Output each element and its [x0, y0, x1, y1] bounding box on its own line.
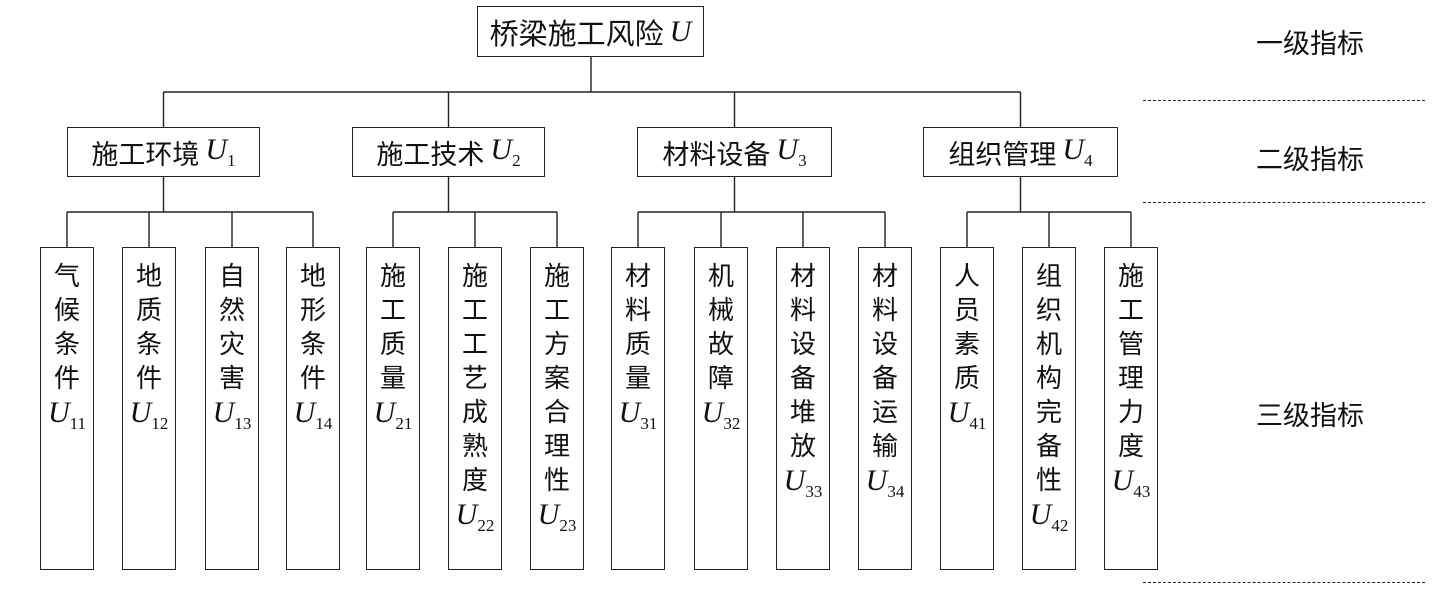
- indicator-var: U31: [618, 396, 658, 433]
- indicator-label: 自然灾害: [218, 262, 245, 394]
- group-subscript: 3: [798, 151, 807, 170]
- indicator-subscript: 32: [723, 414, 741, 433]
- level-1-label: 一级指标: [1256, 29, 1364, 60]
- indicator-subscript: 23: [559, 516, 577, 535]
- indicator-label: 材料设备运输: [871, 262, 898, 462]
- indicator-label: 材料设备堆放: [789, 262, 816, 462]
- indicator-var: U41: [947, 396, 987, 433]
- indicator-label: 施工工艺成熟度: [461, 262, 488, 496]
- indicator-var: U12: [129, 396, 169, 433]
- level-separator: [1143, 582, 1425, 583]
- indicator-subscript: 34: [887, 482, 905, 501]
- indicator-var: U34: [865, 464, 905, 501]
- group-subscript: 1: [227, 151, 236, 170]
- indicator-label: 施工方案合理性: [543, 262, 570, 496]
- group-label: 施工技术: [376, 139, 485, 171]
- indicator-subscript: 14: [315, 414, 333, 433]
- group-label: 组织管理: [948, 139, 1057, 171]
- indicator-subscript: 13: [234, 414, 252, 433]
- indicator-label: 组织机构完备性: [1035, 262, 1062, 496]
- indicator-label: 机械故障: [707, 262, 734, 394]
- indicator-subscript: 41: [969, 414, 987, 433]
- indicator-var: U13: [212, 396, 252, 433]
- indicator-label: 地形条件: [299, 262, 326, 394]
- indicator-label: 材料质量: [624, 262, 651, 394]
- indicator-var: U42: [1029, 498, 1069, 535]
- indicator-var: U21: [373, 396, 413, 433]
- group-var: U4: [1062, 133, 1093, 170]
- indicator-label: 施工质量: [379, 262, 406, 394]
- group-label: 材料设备: [662, 139, 771, 171]
- group-subscript: 4: [1084, 151, 1093, 170]
- group-var: U2: [490, 133, 521, 170]
- level-2-label: 二级指标: [1256, 145, 1364, 176]
- indicator-label: 气候条件: [53, 262, 80, 394]
- indicator-var: U33: [783, 464, 823, 501]
- indicator-var: U32: [701, 396, 741, 433]
- root-var: U: [669, 14, 692, 48]
- indicator-subscript: 11: [69, 414, 87, 433]
- indicator-label: 施工管理力度: [1117, 262, 1144, 462]
- group-subscript: 2: [512, 151, 521, 170]
- indicator-var: U11: [47, 396, 87, 433]
- indicator-subscript: 42: [1051, 516, 1069, 535]
- indicator-subscript: 21: [395, 414, 413, 433]
- indicator-subscript: 33: [805, 482, 823, 501]
- group-label: 施工环境: [91, 139, 200, 171]
- root-label: 桥梁施工风险: [489, 16, 664, 51]
- indicator-var: U23: [537, 498, 577, 535]
- indicator-label: 地质条件: [135, 262, 162, 394]
- group-var: U3: [776, 133, 807, 170]
- indicator-subscript: 12: [151, 414, 169, 433]
- indicator-var: U22: [455, 498, 495, 535]
- level-separator: [1143, 202, 1425, 203]
- indicator-var: U43: [1111, 464, 1151, 501]
- level-separator: [1143, 100, 1425, 101]
- indicator-label: 人员素质: [953, 262, 980, 394]
- level-3-label: 三级指标: [1256, 401, 1364, 432]
- indicator-subscript: 43: [1133, 482, 1151, 501]
- indicator-subscript: 22: [477, 516, 495, 535]
- indicator-var: U14: [293, 396, 333, 433]
- group-var: U1: [205, 133, 236, 170]
- indicator-subscript: 31: [640, 414, 658, 433]
